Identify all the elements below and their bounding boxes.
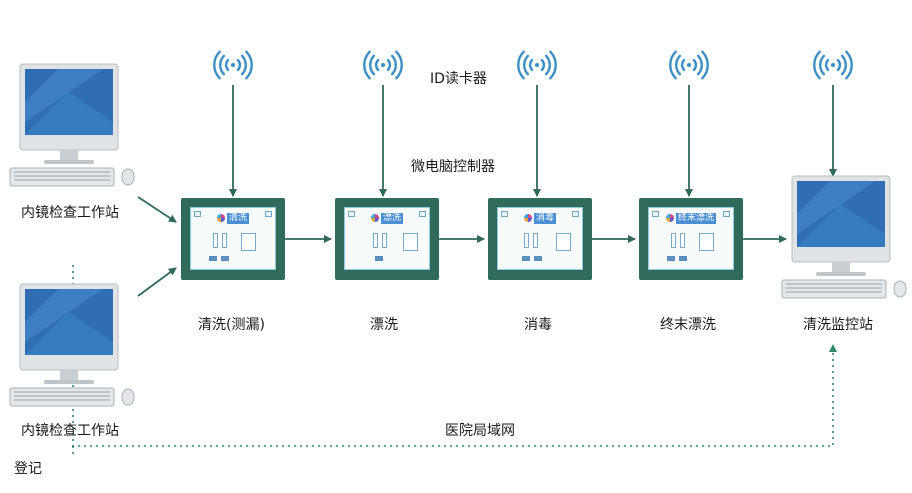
status-chip	[375, 256, 383, 261]
hospital-lan-link	[72, 265, 837, 447]
station-label-rinse: 漂洗	[370, 317, 398, 333]
wifi-antenna-icon	[669, 50, 709, 197]
level-indicator	[222, 233, 227, 248]
screen-corner-icon	[652, 211, 659, 217]
screen-corner-icon	[419, 211, 426, 217]
brand-logo-icon	[665, 214, 674, 222]
controller-disinfect: 消毒	[488, 198, 592, 280]
flow-arrow	[137, 267, 177, 297]
level-indicator	[213, 233, 218, 248]
desktop-computer-icon	[9, 63, 135, 187]
status-chip	[221, 256, 229, 261]
status-box	[556, 233, 571, 251]
status-chip	[667, 256, 675, 261]
brand-logo-icon	[216, 214, 225, 222]
screen-corner-icon	[265, 211, 272, 217]
status-chip	[522, 256, 530, 261]
screen-title: 终末漂洗	[675, 212, 716, 224]
screen-corner-icon	[501, 211, 508, 217]
level-indicator	[680, 233, 685, 248]
monitor-station-label: 清洗监控站	[803, 317, 873, 333]
status-chip	[534, 256, 542, 261]
level-indicator	[533, 233, 538, 248]
station-label-wash: 清洗(测漏)	[198, 317, 265, 333]
endoscope-station-label: 内镜检查工作站	[21, 423, 119, 439]
controller-screen: 漂洗	[344, 207, 430, 270]
wifi-antenna-icon	[213, 50, 253, 197]
flow-arrow	[137, 196, 177, 223]
brand-logo-icon	[523, 214, 532, 222]
screen-title: 漂洗	[380, 212, 403, 224]
controller-screen: 消毒	[497, 207, 583, 270]
register-label: 登记	[14, 461, 42, 477]
controller-screen: 终末漂洗	[648, 207, 734, 270]
controller-final-rinse: 终末漂洗	[639, 198, 743, 280]
micro-controller-label: 微电脑控制器	[411, 159, 495, 175]
station-label-disinfect: 消毒	[524, 317, 552, 333]
status-box	[699, 233, 714, 251]
screen-corner-icon	[723, 211, 730, 217]
wifi-antenna-icon	[517, 50, 557, 197]
screen-title: 清洗	[226, 212, 249, 224]
level-indicator	[382, 233, 387, 248]
controller-rinse: 漂洗	[335, 198, 439, 280]
status-chip	[679, 256, 687, 261]
status-box	[241, 233, 256, 251]
screen-corner-icon	[572, 211, 579, 217]
brand-logo-icon	[370, 214, 379, 222]
status-box	[403, 233, 418, 251]
controller-screen: 清洗	[190, 207, 276, 270]
level-indicator	[524, 233, 529, 248]
screen-corner-icon	[194, 211, 201, 217]
id-reader-label: ID读卡器	[430, 71, 487, 87]
desktop-computer-icon	[9, 283, 135, 407]
hospital-lan-label: 医院局域网	[445, 423, 515, 439]
level-indicator	[373, 233, 378, 248]
level-indicator	[671, 233, 676, 248]
controller-wash: 清洗	[181, 198, 285, 280]
endoscope-station-label: 内镜检查工作站	[21, 205, 119, 221]
desktop-computer-icon	[781, 175, 907, 299]
wifi-antenna-icon	[363, 50, 403, 197]
screen-title: 消毒	[533, 212, 556, 224]
status-chip	[209, 256, 217, 261]
wifi-antenna-icon	[813, 50, 853, 177]
station-label-final-rinse: 终末漂洗	[660, 317, 716, 333]
screen-corner-icon	[348, 211, 355, 217]
